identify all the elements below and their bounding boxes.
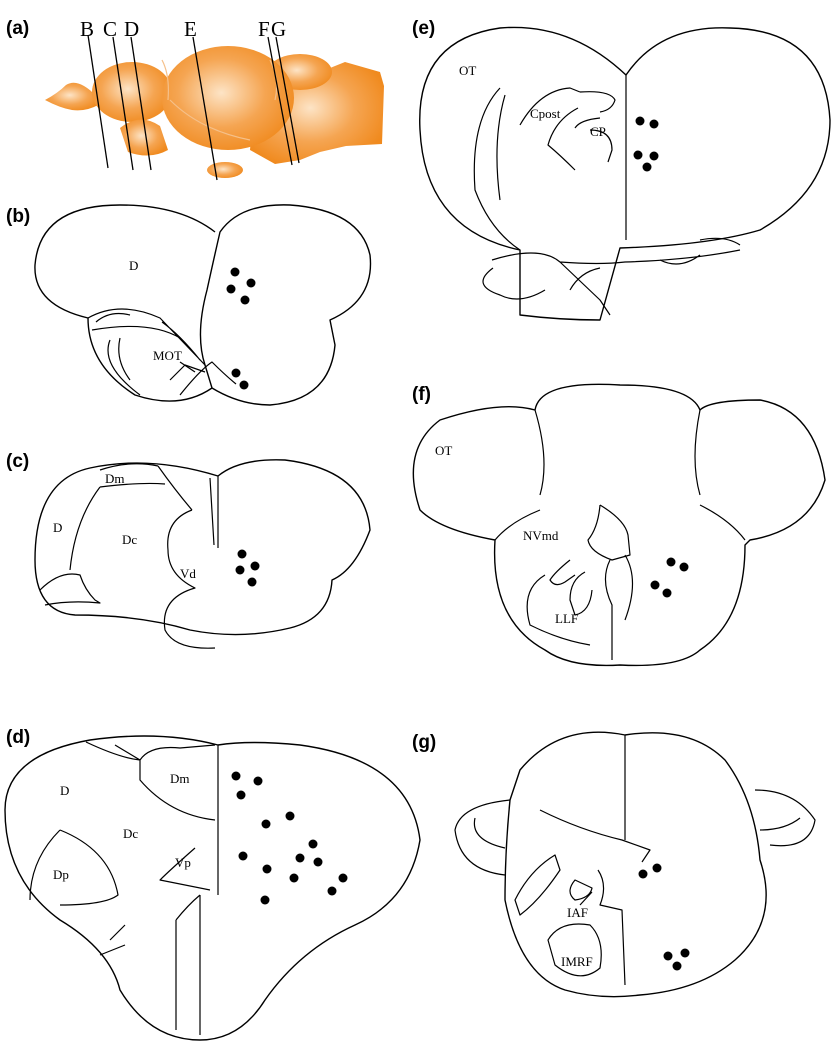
- panel-letter-f: (f): [412, 384, 431, 405]
- section-label-b: B: [80, 17, 94, 41]
- recording-dot: [254, 777, 263, 786]
- recording-dot: [328, 887, 337, 896]
- recording-dot: [240, 381, 249, 390]
- section-label-c: C: [103, 17, 117, 41]
- recording-dot: [643, 163, 652, 172]
- region-label-g-imrf: IMRF: [561, 954, 593, 969]
- recording-dot: [231, 268, 240, 277]
- recording-dot: [681, 949, 690, 958]
- panel-letter-e: (e): [412, 18, 435, 39]
- section-g-outline: [505, 732, 766, 996]
- recording-dot: [290, 874, 299, 883]
- section-label-e: E: [184, 17, 197, 41]
- section-labels: B C D E F G: [80, 17, 286, 41]
- recording-dot: [680, 563, 689, 572]
- recording-dot: [653, 864, 662, 873]
- panel-letter-a: (a): [6, 18, 29, 39]
- recording-dot: [237, 791, 246, 800]
- recording-dot: [296, 854, 305, 863]
- panel-g: (g) IAF IMRF: [412, 732, 815, 997]
- panel-e: (e) OT Cpost CP: [412, 18, 830, 320]
- region-label-g-iaf: IAF: [567, 905, 588, 920]
- telencephalon-lobe: [92, 62, 172, 122]
- section-f-outline: [413, 384, 825, 665]
- region-label-f-nvmd: NVmd: [523, 528, 559, 543]
- section-label-g: G: [271, 17, 286, 41]
- recording-dot: [239, 852, 248, 861]
- panel-letter-d: (d): [6, 727, 30, 748]
- region-label-b-d: D: [129, 258, 138, 273]
- recording-dot: [639, 870, 648, 879]
- panel-c: (c) Dm D Dc Vd: [6, 451, 370, 648]
- recording-dot: [673, 962, 682, 971]
- section-b-outline: [35, 205, 371, 405]
- recording-dot: [248, 578, 257, 587]
- recording-dot: [634, 151, 643, 160]
- recording-dot: [667, 558, 676, 567]
- recording-dot: [241, 296, 250, 305]
- panel-d: (d) D Dm Dc Vp Dp: [5, 727, 420, 1040]
- lateral-brain-view: [45, 46, 384, 178]
- panel-letter-b: (b): [6, 206, 30, 227]
- region-label-c-dm: Dm: [105, 471, 125, 486]
- section-c-outline: [35, 460, 370, 635]
- panel-b: (b) D MOT: [6, 205, 371, 405]
- recording-dot: [227, 285, 236, 294]
- recording-dot: [261, 896, 270, 905]
- region-label-c-d: D: [53, 520, 62, 535]
- region-label-f-llf: LLF: [555, 611, 578, 626]
- recording-dot: [339, 874, 348, 883]
- recording-dot: [309, 840, 318, 849]
- recording-dot: [232, 369, 241, 378]
- recording-dot: [286, 812, 295, 821]
- recording-dot: [251, 562, 260, 571]
- recording-dot: [663, 589, 672, 598]
- recording-dot: [232, 772, 241, 781]
- region-label-e-ot: OT: [459, 63, 476, 78]
- region-label-c-vd: Vd: [180, 566, 196, 581]
- region-label-d-dc: Dc: [123, 826, 138, 841]
- region-label-d-vp: Vp: [175, 855, 191, 870]
- region-label-e-cpost: Cpost: [530, 106, 561, 121]
- region-label-d-d: D: [60, 783, 69, 798]
- section-label-f: F: [258, 17, 270, 41]
- region-label-d-dm: Dm: [170, 771, 190, 786]
- recording-dot: [314, 858, 323, 867]
- hypothalamus-lobe: [207, 162, 243, 178]
- region-label-c-dc: Dc: [122, 532, 137, 547]
- panel-letter-g: (g): [412, 732, 436, 753]
- recording-dot: [650, 120, 659, 129]
- panel-f: (f) OT NVmd LLF: [412, 384, 825, 665]
- recording-dot: [650, 152, 659, 161]
- region-label-d-dp: Dp: [53, 867, 69, 882]
- panel-a: (a) B C D E F G: [6, 17, 384, 180]
- recording-dot: [247, 279, 256, 288]
- recording-dot: [236, 566, 245, 575]
- recording-dot: [636, 117, 645, 126]
- recording-dot: [651, 581, 660, 590]
- recording-dot: [664, 952, 673, 961]
- section-label-d: D: [124, 17, 139, 41]
- section-d-outline: [5, 736, 420, 1040]
- recording-dot: [263, 865, 272, 874]
- region-label-e-cp: CP: [590, 124, 606, 139]
- recording-dot: [262, 820, 271, 829]
- recording-dot: [238, 550, 247, 559]
- region-label-b-mot: MOT: [153, 348, 182, 363]
- olfactory-bulb: [45, 83, 100, 111]
- panel-letter-c: (c): [6, 451, 29, 472]
- section-e-outline: [420, 27, 830, 320]
- region-label-f-ot: OT: [435, 443, 452, 458]
